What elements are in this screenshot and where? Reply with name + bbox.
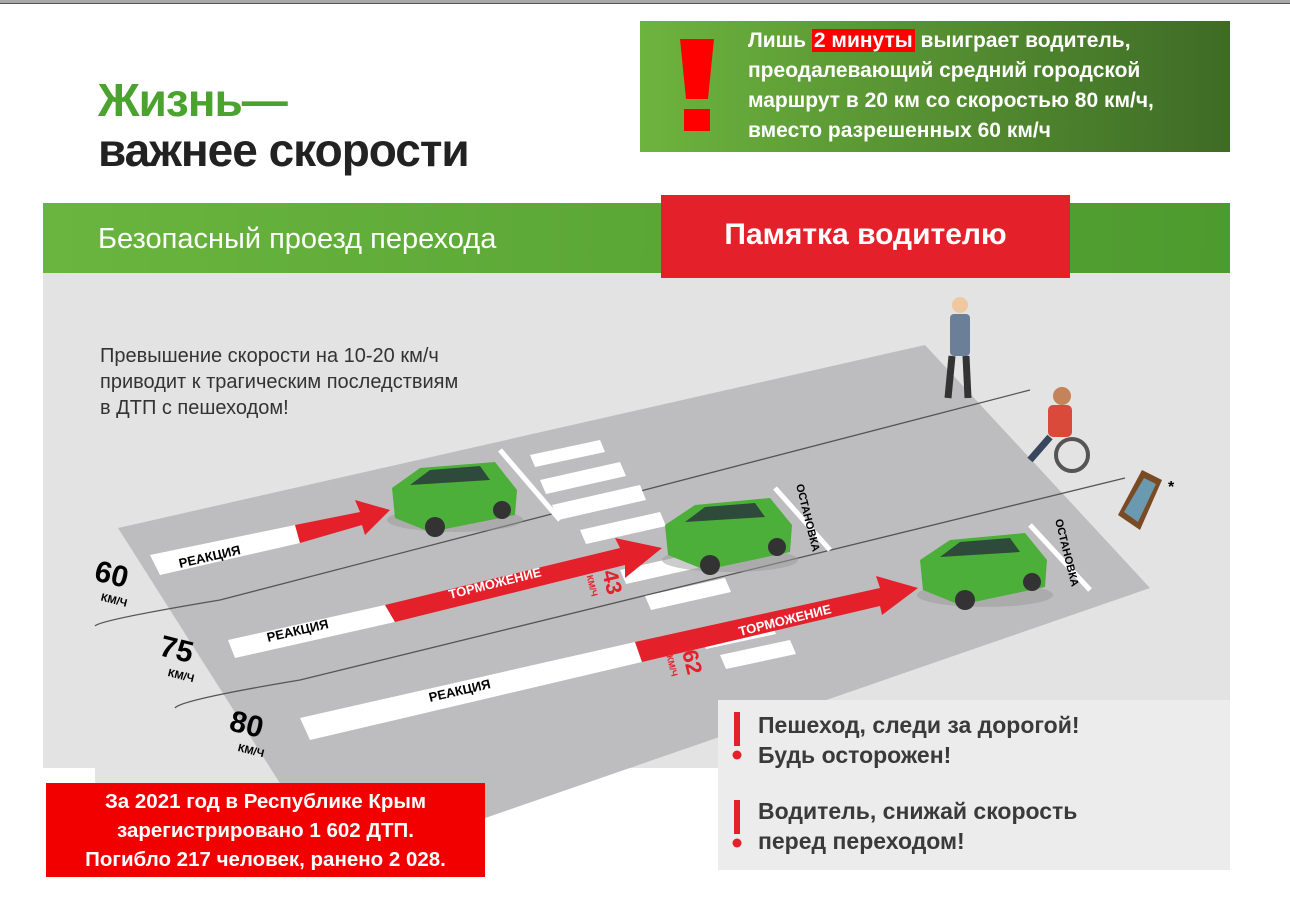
asterisk: * (1168, 479, 1175, 496)
tip-line-2: преодалевающий средний городской (748, 59, 1141, 82)
lane-dividers (94, 389, 1126, 709)
accident-statistics: За 2021 год в Республике Крым зарегистри… (46, 783, 485, 877)
reaction-bar-80 (300, 642, 642, 740)
speed-60-group: 60 КМ/Ч (91, 555, 131, 610)
exclamation-icon (732, 800, 742, 848)
note-1-line-2: Будь осторожен! (758, 742, 952, 768)
stop-lines (498, 448, 1092, 592)
note-1-line-1: Пешеход, следи за дорогой! (758, 712, 1080, 738)
car-icon (387, 462, 523, 537)
road (118, 345, 1150, 870)
impact-speed-43: 43 (597, 567, 627, 597)
reaction-bar-75 (228, 605, 395, 658)
tip-highlight: 2 минуты (811, 29, 915, 52)
speed-80-group: 80 КМ/Ч (226, 705, 266, 760)
arrow-60 (295, 500, 390, 543)
safety-notes: Пешеход, следи за дорогой! Будь остороже… (718, 700, 1230, 870)
braking-arrow-75 (385, 538, 662, 622)
tip-line-4: вместо разрешенных 60 км/ч (748, 119, 1051, 142)
tip-text-before: Лишь (748, 29, 812, 52)
note-2-line-2: перед переходом! (758, 828, 965, 854)
wheelchair-user-icon (1027, 387, 1090, 473)
title-line-1: Жизнь— (98, 74, 288, 126)
braking-arrow-80 (635, 576, 918, 662)
exclamation-icon (680, 39, 714, 131)
warning-line-1: Превышение скорости на 10-20 км/ч (100, 345, 439, 367)
title-line-2: важнее скорости (98, 124, 470, 176)
car-icon (917, 533, 1053, 610)
top-bar (0, 0, 1290, 4)
stats-line-3: Погибло 217 человек, ранено 2 028. (85, 848, 446, 871)
speed-75: 75 (156, 630, 196, 670)
stats-line-1: За 2021 год в Республике Крым (104, 790, 427, 813)
pedestrian-icon (944, 297, 972, 399)
tip-line-3: маршрут в 20 км со скоростью 80 км/ч, (748, 89, 1154, 112)
memorial-portrait-icon (1118, 470, 1162, 530)
speed-60: 60 (91, 555, 131, 595)
car-icon (662, 498, 798, 575)
warning-line-3: в ДТП с пешеходом! (100, 397, 289, 419)
impact-speed-62-group: 62 КМ/Ч (665, 647, 708, 677)
exclamation-icon (732, 712, 742, 760)
stats-line-2: зарегистрировано 1 602 ДТП. (117, 819, 414, 842)
section-title: Безопасный проезд перехода (98, 223, 497, 255)
reaction-bar-60 (150, 525, 300, 575)
note-2-line-1: Водитель, снижай скорость (758, 798, 1078, 824)
warning-line-2: приводит к трагическим последствиям (100, 371, 459, 393)
impact-speed-43-group: 43 КМ/Ч (585, 567, 628, 597)
tip-box: Лишь 2 минуты выиграет водитель, преодал… (640, 21, 1230, 152)
speed-80: 80 (226, 705, 266, 745)
tip-text-after: выиграет водитель, (914, 29, 1131, 52)
speeding-warning: Превышение скорости на 10-20 км/ч привод… (100, 343, 458, 421)
memo-tag: Памятка водителю (661, 195, 1070, 278)
impact-speed-62: 62 (677, 647, 707, 677)
